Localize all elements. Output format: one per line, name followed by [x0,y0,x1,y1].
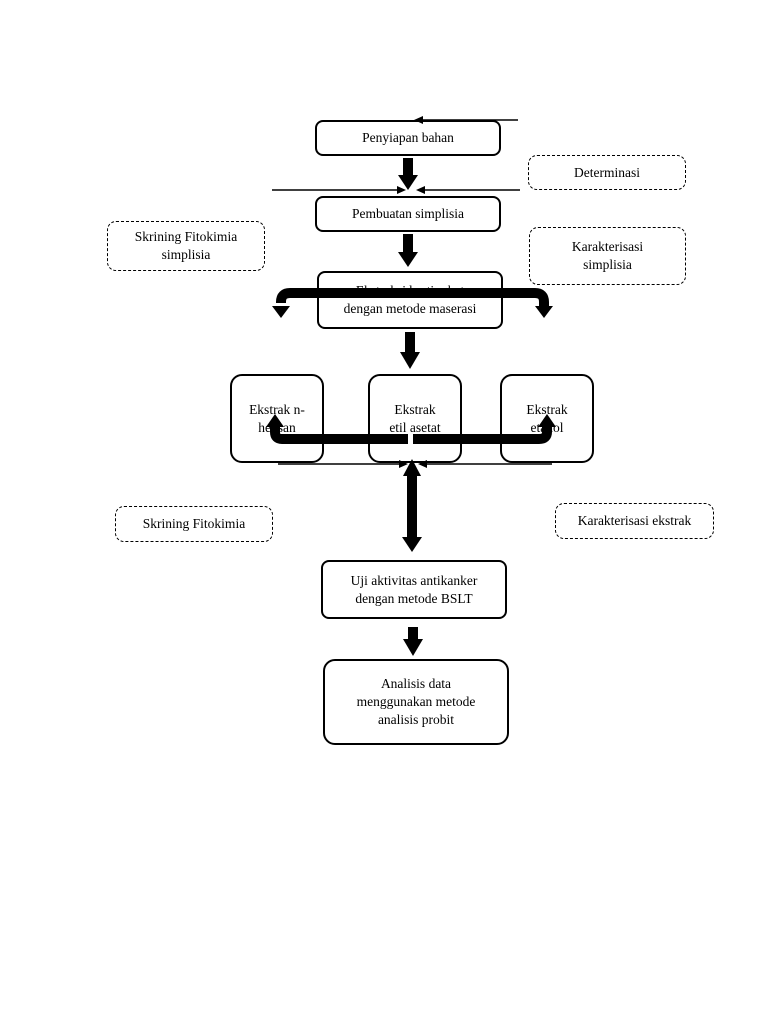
thin-arrowhead [397,186,406,194]
note-label: Karakterisasi ekstrak [577,513,692,528]
arrowhead [538,414,556,427]
note-label: Determinasi [574,164,640,180]
step-label: Uji aktivitas antikanker dengan metode B… [350,572,478,606]
step-label: Pembuatan simplisia [351,206,465,221]
thin-arrowhead [414,116,423,124]
step-pembuatan-simplisia: Pembuatan simplisia [315,196,501,232]
arrowhead [272,306,290,318]
thin-arrowhead [418,460,427,468]
arrowhead [266,414,284,427]
step-label: Ekstrak etil asetat [389,401,441,435]
arrow-double-vertical [402,459,422,552]
note-label: Skrining Fitokimia simplisia [134,229,238,262]
note-label: Skrining Fitokimia [142,516,246,531]
arrowhead [535,306,553,318]
note-skrining-fitokimia: Skrining Fitokimia [115,506,273,542]
step-uji-bslt: Uji aktivitas antikanker dengan metode B… [321,560,507,619]
step-label: Penyiapan bahan [362,130,454,145]
arrow-down-3 [400,332,420,369]
step-penyiapan-bahan: Penyiapan bahan [315,120,501,156]
note-skrining-simplisia: Skrining Fitokimia simplisia [107,221,265,271]
thin-arrowhead [416,186,425,194]
arrow-down-4 [403,627,423,656]
step-label: Ekstrak n- heksan [249,401,305,435]
arrow-down-2 [398,234,418,267]
note-label: Karakterisasi simplisia [571,239,644,272]
curved-split-arrow-top [276,288,549,306]
step-ekstrak-etil-asetat: Ekstrak etil asetat [368,374,462,463]
bar-gap [408,432,413,446]
note-karakterisasi-simplisia: Karakterisasi simplisia [529,227,686,285]
arrow-down-1 [398,158,418,190]
step-analisis-probit: Analisis data menggunakan metode analisi… [323,659,509,745]
step-ekstrak-n-heksan: Ekstrak n- heksan [230,374,324,463]
note-karakterisasi-ekstrak: Karakterisasi ekstrak [555,503,714,539]
thin-arrowhead [399,460,408,468]
step-label: Analisis data menggunakan metode analisi… [356,676,476,727]
note-determinasi: Determinasi [528,155,686,190]
